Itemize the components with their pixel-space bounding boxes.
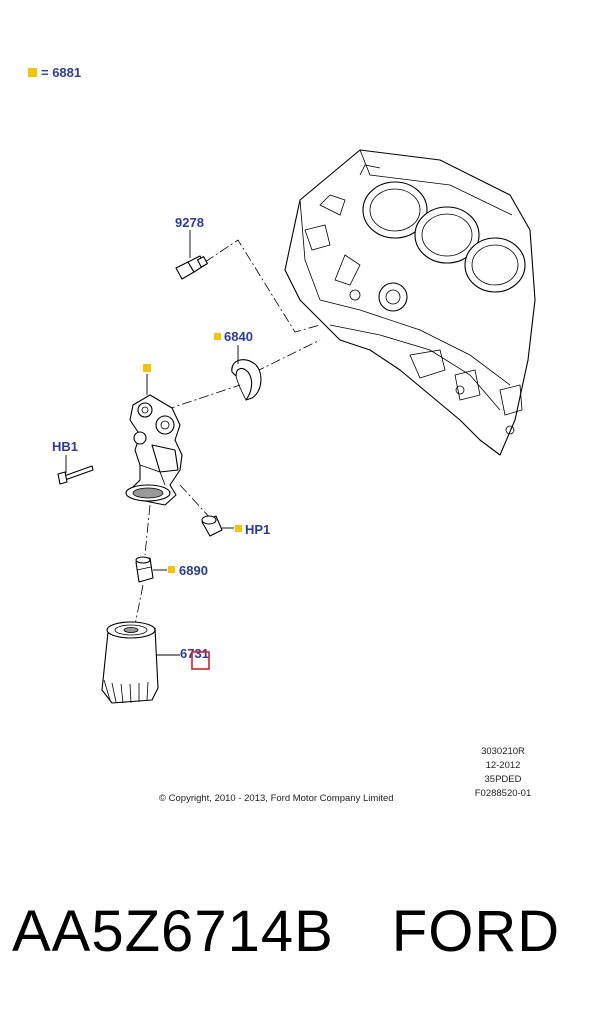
legend-label: = 6881 [41,65,81,80]
marker-6890 [168,566,175,573]
connector-6890 [135,556,167,583]
revision-line-2: 12-2012 [486,760,521,771]
revision-block: 3030210R 12-2012 35PDED F0288520-01 [475,746,532,799]
alignment-lines [134,239,321,626]
oil-filter-6731 [101,621,180,704]
revision-line-1: 3030210R [481,746,525,757]
footer-caption: AA5Z6714B FORD [12,898,592,965]
highlight-box-6731 [191,651,210,670]
marker-adapter [143,364,151,372]
callout-hb1: HB1 [52,439,78,454]
part-number: AA5Z6714B [12,899,334,964]
callout-6890: 6890 [179,563,208,578]
legend-marker [28,68,37,77]
oil-filter-adapter [125,364,183,506]
callout-9278: 9278 [175,215,204,230]
callout-6731: 6731 [180,646,209,661]
marker-6840 [214,333,221,340]
brand-name: FORD [391,899,561,964]
bolt-hb1 [57,455,94,485]
revision-line-3: 35PDED [485,774,522,785]
callout-hp1: HP1 [245,522,270,537]
plug-hp1 [201,515,234,537]
revision-line-4: F0288520-01 [475,788,532,799]
marker-hp1 [235,525,242,532]
engine-block [284,149,536,456]
gasket-6840 [231,345,262,401]
legend: = 6881 [28,65,81,80]
callout-6840: 6840 [224,329,253,344]
sensor-9278 [175,230,208,280]
copyright-text: © Copyright, 2010 - 2013, Ford Motor Com… [159,793,394,804]
